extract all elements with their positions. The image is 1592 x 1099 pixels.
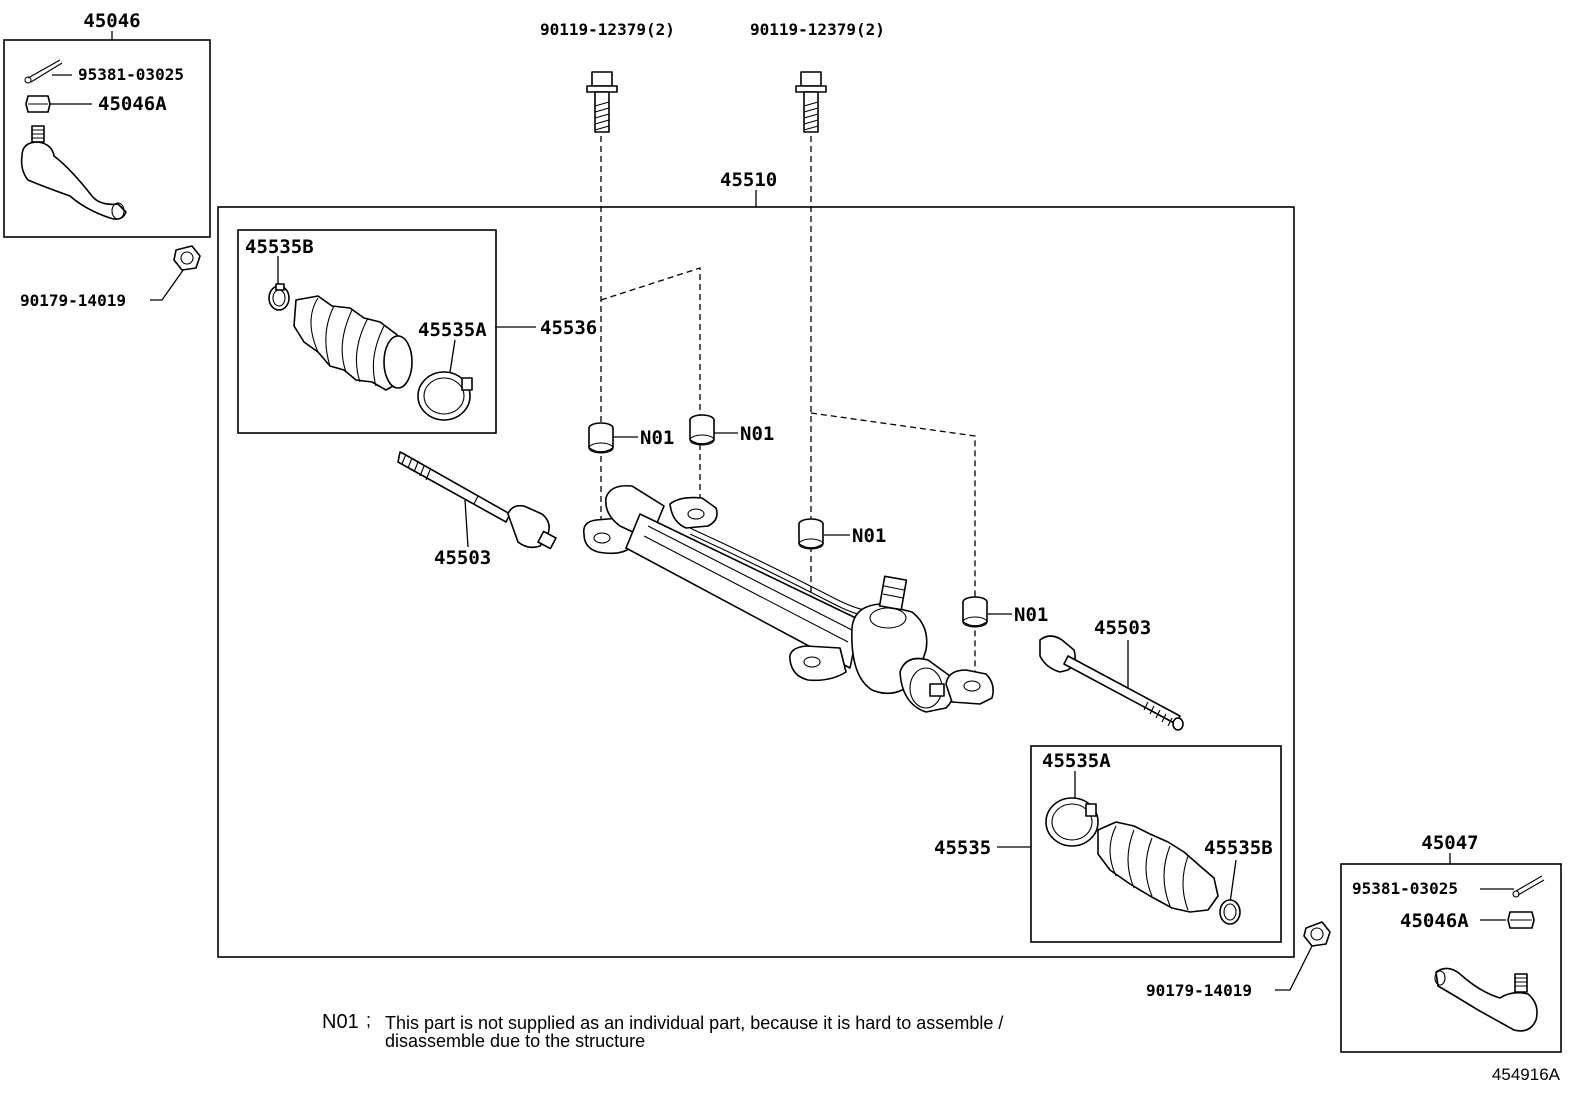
nut-90179-right-icon	[1303, 921, 1331, 947]
leader-lines	[50, 31, 1514, 991]
steering-gear-housing-icon	[582, 484, 994, 713]
label-n01-4: N01	[1014, 604, 1048, 626]
boot-kit-right-box	[1030, 745, 1282, 943]
bolt-right-icon	[795, 71, 827, 133]
label-rack-end-right: 45503	[1094, 617, 1151, 639]
rack-end-right-icon	[1039, 635, 1184, 731]
label-nut-90179-left: 90179-14019	[20, 291, 126, 310]
label-n01-2: N01	[740, 423, 774, 445]
label-gear-assy: 45510	[720, 169, 777, 191]
tie-rod-end-right-icon	[1434, 967, 1538, 1032]
label-45047: 45047	[1421, 832, 1478, 854]
boot-clamp-b-right-icon	[1219, 899, 1241, 925]
label-n01-1: N01	[640, 427, 674, 449]
label-n01-3: N01	[852, 525, 886, 547]
part-labels: 45046 95381-03025 45046A 90179-14019 901…	[20, 10, 1479, 1000]
label-boot-clamp-b-left: 45535B	[245, 236, 314, 258]
label-boot-clamp-a-left: 45535A	[418, 319, 487, 341]
grommet-n01-4-icon	[962, 596, 988, 628]
grommet-n01-2-icon	[689, 414, 715, 446]
boot-clamp-a-left-icon	[417, 371, 473, 421]
boot-left-icon	[293, 295, 413, 391]
nut-90179-left-icon	[173, 245, 201, 271]
label-boot-kit-left: 45536	[540, 317, 597, 339]
grommet-n01-1-icon	[588, 422, 614, 454]
bolt-left-icon	[586, 71, 618, 133]
label-cotter-pin-left: 95381-03025	[78, 65, 184, 84]
cotter-pin-left-icon	[24, 59, 63, 84]
footnote-line1: This part is not supplied as an individu…	[385, 1013, 1003, 1033]
boot-right-icon	[1097, 821, 1219, 913]
label-boot-clamp-b-right: 45535B	[1204, 837, 1273, 859]
label-bolt-right: 90119-12379(2)	[750, 20, 885, 39]
footnote-code: N01	[322, 1011, 359, 1033]
tie-rod-end-left-box	[3, 39, 211, 238]
label-45046: 45046	[83, 10, 140, 32]
boot-clamp-b-left-icon	[268, 283, 290, 311]
tie-rod-end-left-icon	[20, 125, 127, 220]
nut-45046a-left-icon	[25, 95, 51, 113]
boot-clamp-a-right-icon	[1045, 797, 1099, 847]
rack-end-left-icon	[397, 451, 557, 550]
footnote-line2: disassemble due to the structure	[385, 1031, 645, 1051]
label-nut-90179-right: 90179-14019	[1146, 981, 1252, 1000]
figure-id: 454916A	[1492, 1065, 1561, 1084]
label-rack-end-left: 45503	[434, 547, 491, 569]
cotter-pin-right-icon	[1512, 875, 1545, 898]
label-nut-45046a-right: 45046A	[1400, 910, 1469, 932]
tie-rod-end-right-box	[1340, 863, 1562, 1053]
label-bolt-left: 90119-12379(2)	[540, 20, 675, 39]
label-boot-kit-right: 45535	[934, 837, 991, 859]
label-cotter-pin-right: 95381-03025	[1352, 879, 1458, 898]
footnote-separator: ;	[366, 1010, 371, 1030]
grommet-n01-3-icon	[798, 518, 824, 550]
label-nut-45046a-left: 45046A	[98, 93, 167, 115]
footnote: N01 ; This part is not supplied as an in…	[322, 1010, 1003, 1051]
nut-45046a-right-icon	[1507, 911, 1535, 929]
boot-kit-left-box	[237, 229, 497, 434]
label-boot-clamp-a-right: 45535A	[1042, 750, 1111, 772]
